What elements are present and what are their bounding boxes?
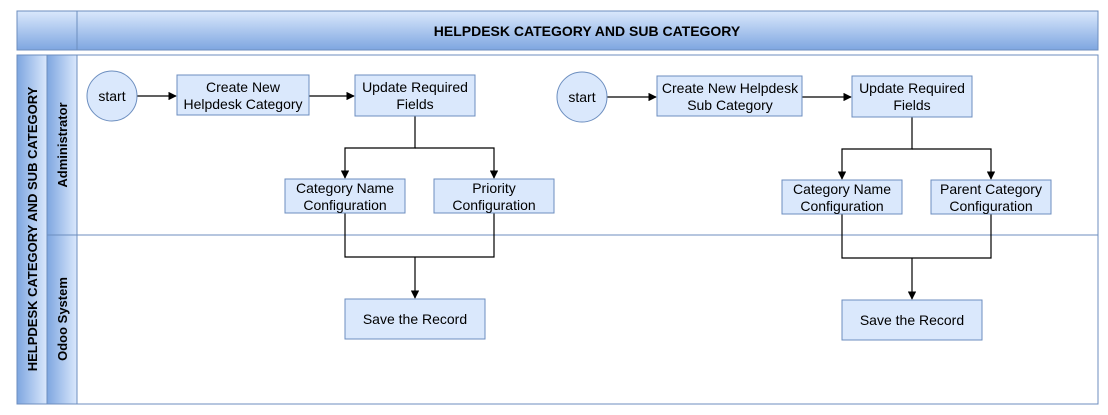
start-node-subcategory[interactable]: start (556, 71, 608, 123)
update-fields-node-category[interactable]: Update Required Fields (354, 74, 476, 117)
edge-config-merge-category (344, 213, 495, 258)
create-subcategory-node[interactable]: Create New Helpdesk Sub Category (656, 75, 803, 117)
update-fields-label-line1: Update Required (859, 80, 965, 96)
lane-label-odoo-system: Odoo System (55, 277, 70, 361)
save-record-node-subcategory[interactable]: Save the Record (841, 299, 983, 341)
update-fields-label-line2: Fields (893, 97, 930, 113)
category-name-config-label-line2: Configuration (303, 197, 386, 213)
lane-label-cell-odoo-system (46, 234, 78, 405)
category-name-config-node[interactable]: Category Name Configuration (284, 178, 406, 214)
diagram-title: HELPDESK CATEGORY AND SUB CATEGORY (434, 23, 741, 39)
create-category-label-line1: Create New (206, 79, 281, 95)
start-label: start (98, 88, 125, 104)
edge-config-merge-subcategory (841, 214, 992, 259)
create-subcategory-label-line1: Create New Helpdesk (662, 80, 799, 96)
category-name-config-label-line1: Category Name (793, 181, 891, 197)
save-record-label: Save the Record (860, 312, 964, 328)
connectors-subcategory (607, 92, 996, 300)
header-bar: HELPDESK CATEGORY AND SUB CATEGORY (16, 10, 1099, 51)
header-title-cell (76, 10, 1099, 51)
priority-config-node[interactable]: Priority Configuration (433, 178, 555, 214)
edge-update-to-name-config-sub (837, 117, 913, 180)
update-fields-label-line1: Update Required (362, 79, 468, 95)
create-subcategory-label-line2: Sub Category (687, 97, 773, 113)
flow-subcategory: start Create New Helpdesk Sub Category U… (556, 71, 1052, 341)
pool-label: HELPDESK CATEGORY AND SUB CATEGORY (25, 86, 40, 371)
start-node-category[interactable]: start (86, 70, 138, 122)
create-category-node[interactable]: Create New Helpdesk Category (176, 74, 310, 116)
parent-category-config-label-line2: Configuration (949, 198, 1032, 214)
priority-config-label-line2: Configuration (452, 197, 535, 213)
edge-update-to-parent-config (912, 148, 996, 180)
update-fields-label-line2: Fields (396, 96, 433, 112)
start-label: start (568, 89, 595, 105)
category-name-config-label-line2: Configuration (800, 198, 883, 214)
save-record-node-category[interactable]: Save the Record (344, 298, 486, 340)
header-corner-cell (16, 10, 78, 51)
parent-category-config-label-line1: Parent Category (940, 181, 1042, 197)
priority-config-label-line1: Priority (472, 180, 516, 196)
save-record-label: Save the Record (363, 311, 467, 327)
category-name-config-node-sub[interactable]: Category Name Configuration (781, 179, 903, 215)
update-fields-node-subcategory[interactable]: Update Required Fields (851, 75, 973, 118)
lane-label-administrator: Administrator (55, 102, 70, 187)
pool-label-cell (16, 54, 48, 405)
edge-update-to-name-config (340, 116, 416, 179)
create-category-label-line2: Helpdesk Category (183, 96, 302, 112)
parent-category-config-node[interactable]: Parent Category Configuration (930, 179, 1052, 215)
edge-update-to-priority-config (415, 147, 499, 179)
flow-category: start Create New Helpdesk Category Updat… (86, 70, 555, 340)
connectors-category (137, 91, 499, 299)
category-name-config-label-line1: Category Name (296, 180, 394, 196)
